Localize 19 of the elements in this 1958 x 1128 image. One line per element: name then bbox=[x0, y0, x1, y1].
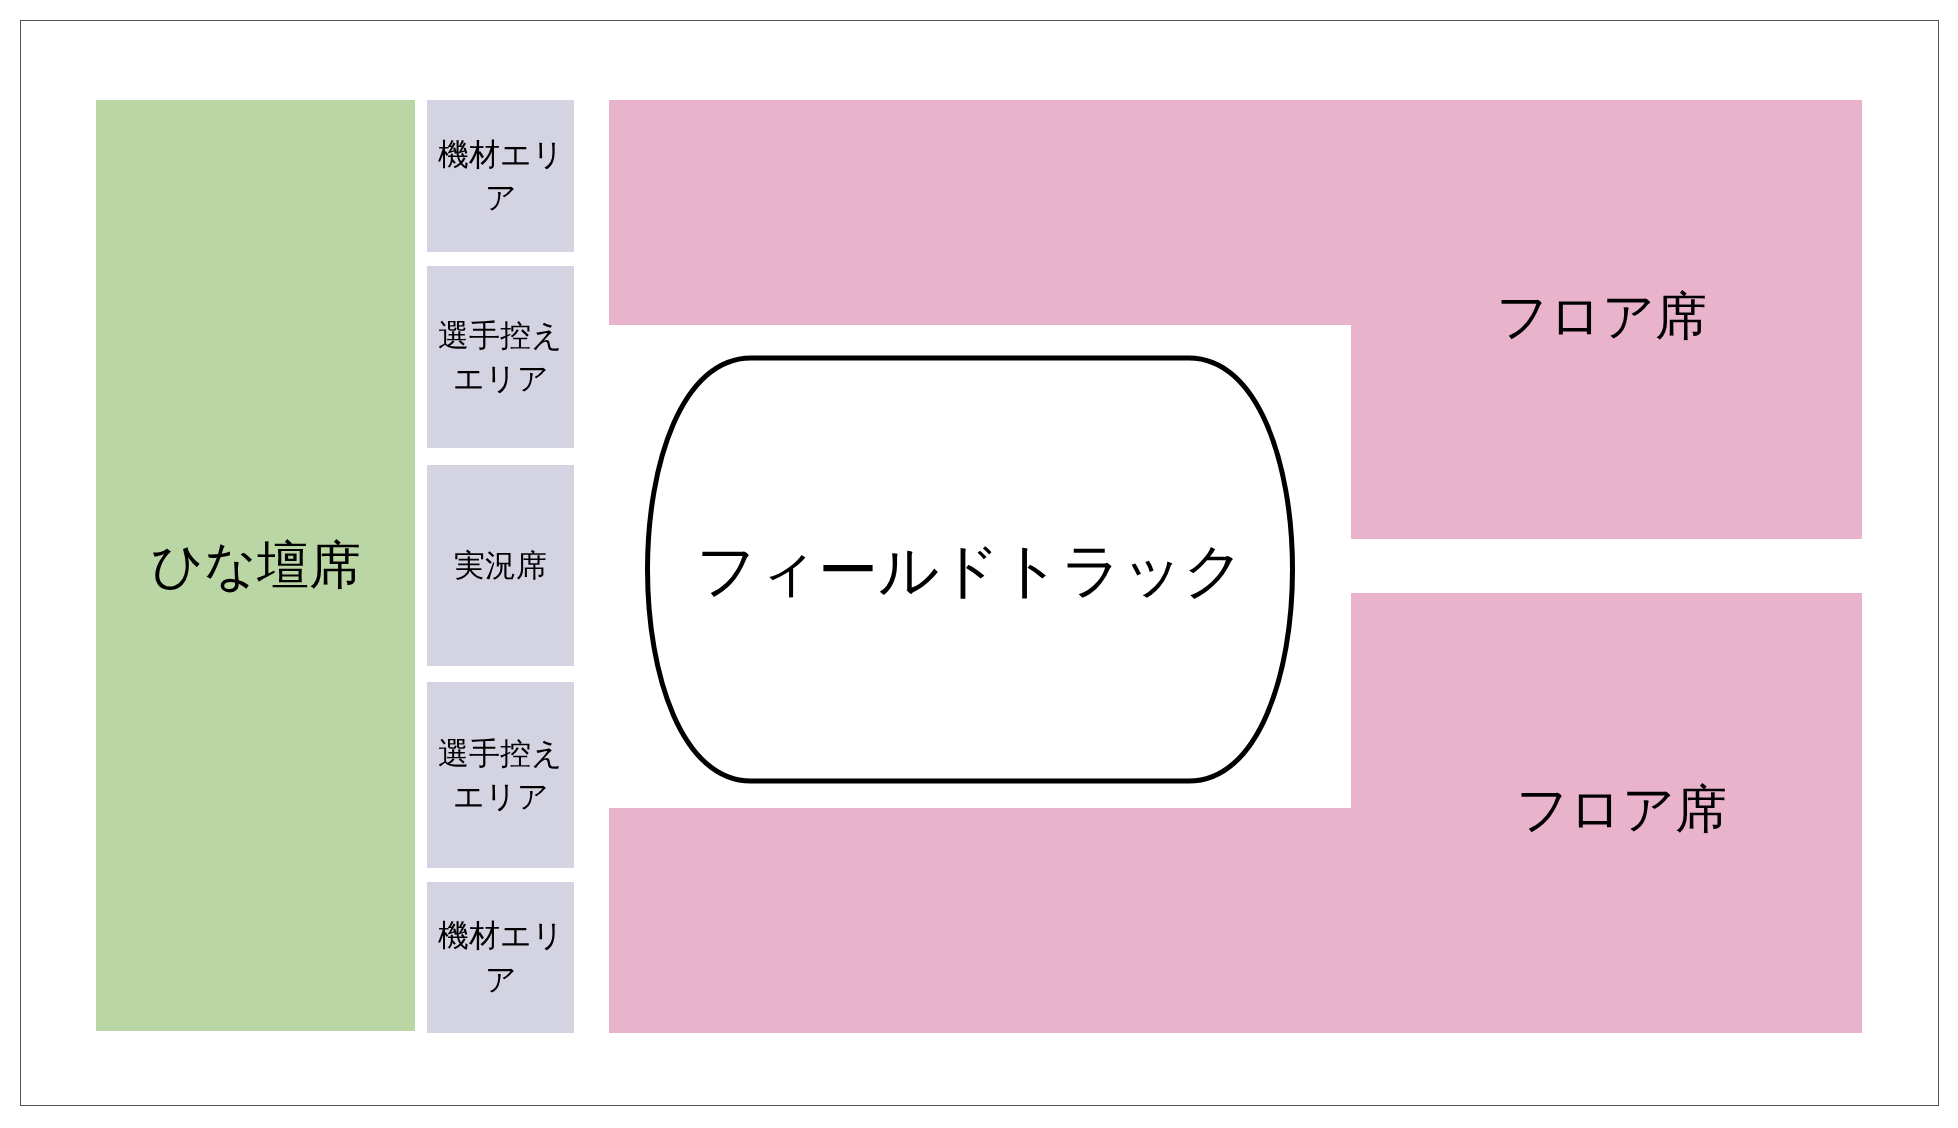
area-label: フロア席 bbox=[1514, 778, 1728, 841]
area-label: フィールドトラック bbox=[695, 533, 1245, 607]
area-label: ひな壇席 bbox=[149, 534, 362, 598]
floor-seating-strip bbox=[609, 100, 1352, 325]
waiting-area bbox=[427, 266, 574, 448]
equipment-area bbox=[427, 100, 574, 252]
commentary-booth bbox=[427, 465, 574, 666]
waiting-area bbox=[427, 682, 574, 868]
area-label: 選手控えエリア bbox=[437, 733, 564, 816]
area-label: 選手控えエリア bbox=[437, 315, 564, 398]
area-label: 機材エリア bbox=[436, 916, 565, 999]
floor-seating-area bbox=[1351, 100, 1862, 539]
seating-area bbox=[96, 100, 415, 1031]
area-label: フロア席 bbox=[1494, 285, 1708, 348]
floor-seating-area bbox=[1351, 593, 1862, 1033]
floor-seating-strip bbox=[609, 808, 1352, 1033]
equipment-area bbox=[427, 882, 574, 1033]
area-label: 機材エリア bbox=[436, 134, 565, 217]
area-label: 実況席 bbox=[453, 545, 548, 585]
